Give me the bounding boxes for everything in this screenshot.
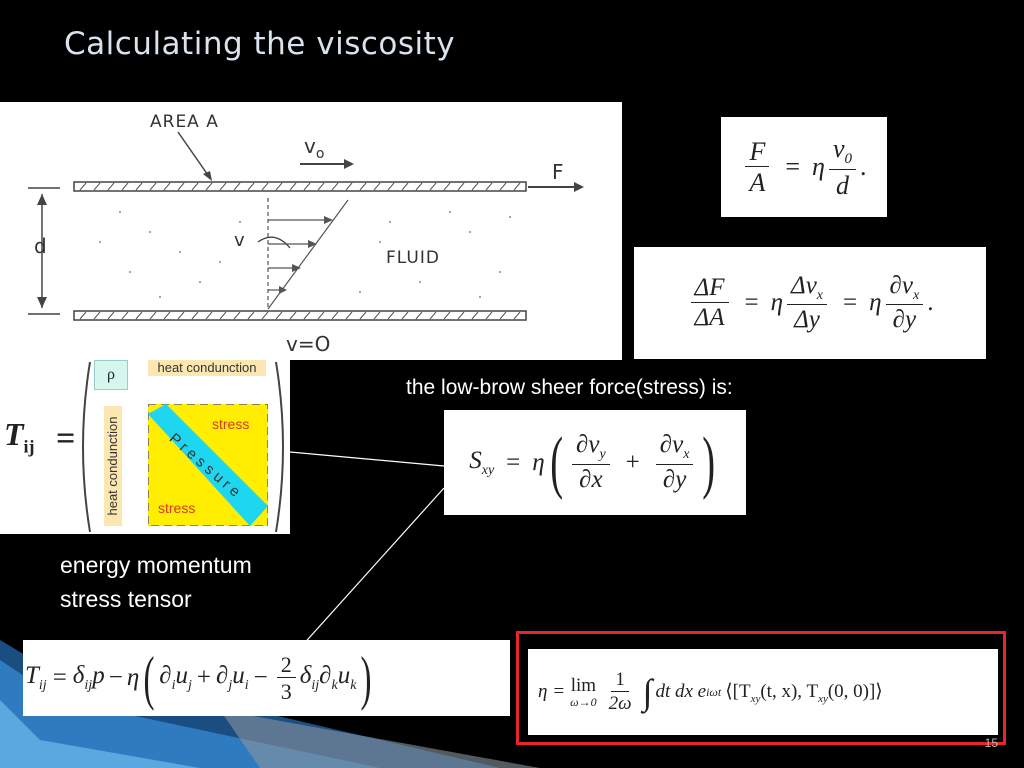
decorative-wedge-right: [220, 710, 540, 768]
velocity-top-label: vo: [304, 134, 324, 162]
viscosity-diagram: AREA A vo F d v FLUID v=O: [0, 102, 622, 360]
v-label: v: [234, 230, 245, 251]
shear-caption: the low-brow sheer force(stress) is:: [406, 376, 733, 399]
slide-title: Calculating the viscosity: [64, 26, 456, 62]
plates-svg: [28, 131, 584, 321]
tensor-equals: =: [56, 420, 76, 457]
kubo-highlight-box: [516, 631, 1006, 745]
heat-conduction-side: heat condunction: [104, 406, 122, 526]
velocity-bottom-label: v=O: [286, 332, 331, 356]
tensor-right-paren: [275, 361, 284, 533]
force-label: F: [552, 160, 564, 184]
velocity-top-symbol: v: [304, 134, 316, 158]
stress-pressure-block: [148, 404, 268, 526]
stress-top-label: stress: [212, 416, 250, 432]
tensor-left-paren: [82, 361, 91, 533]
stress-bottom-label: stress: [158, 500, 196, 516]
heat-conduction-top: heat condunction: [148, 360, 266, 376]
d-label: d: [34, 234, 47, 258]
rho-cell: ρ: [94, 360, 128, 390]
fluid-label: FLUID: [386, 248, 440, 268]
area-label: AREA A: [150, 112, 219, 132]
tensor-caption: energy momentum stress tensor: [60, 552, 252, 612]
tensor-panel: Tij = ρ heat condunction heat condunctio…: [0, 360, 290, 534]
decorative-wedge: [0, 640, 500, 768]
tensor-lhs: Tij: [4, 416, 35, 457]
equation-shear-stress: Sxy = η ( ∂vy∂x + ∂vx∂y ): [444, 410, 746, 515]
velocity-top-subscript: o: [315, 146, 325, 162]
page-number: 15: [984, 736, 998, 750]
